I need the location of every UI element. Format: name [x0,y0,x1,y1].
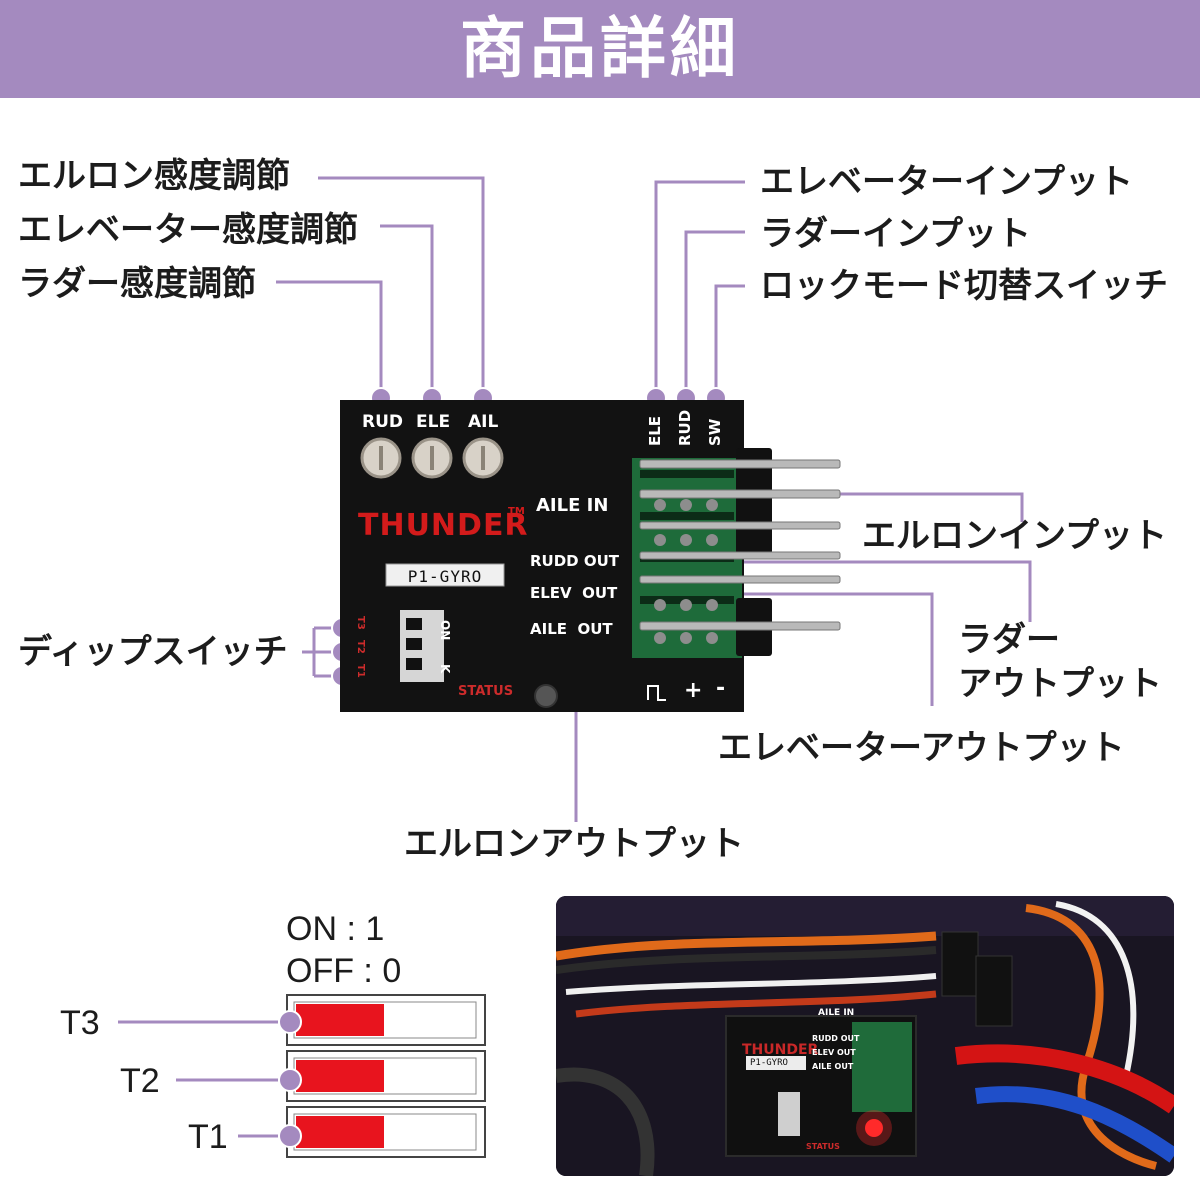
board-dip-on: ON [438,620,452,641]
board-port-aile-in: AILE IN [536,495,609,516]
installed-photo-drawing [556,896,1174,1176]
photo-brand: THUNDER [742,1042,819,1058]
dip-label-t1: T1 [188,1118,228,1156]
label-dip-switch: ディップスイッチ [18,632,288,672]
board-pin-plus: + [684,678,703,703]
page-title: 商品詳細 [460,10,740,87]
board-knob-label-ail: AIL [468,412,499,432]
label-rudder-sensitivity: ラダー感度調節 [18,264,256,304]
board-knob-label-rud: RUD [362,412,404,432]
board-input-label-rud: RUD [676,409,694,446]
label-aileron-output: エルロンアウトプット [404,824,744,864]
dip-legend-on: ON : 1 [286,910,385,948]
photo-port-aile-out: AILE OUT [812,1062,854,1071]
label-aileron-input: エルロンインプット [862,516,1167,556]
label-elevator-output: エレベーターアウトプット [718,728,1125,768]
board-dip-pin-t1: T1 [355,664,366,678]
label-rudder-output-1: ラダー [958,620,1060,660]
board-pin-minus: - [716,676,726,701]
dip-label-t2: T2 [120,1062,160,1100]
board-port-elev-out: ELEV OUT [530,584,618,602]
photo-port-aile-in: AILE IN [818,1008,855,1018]
gyro-board [340,400,841,712]
photo-port-rudd-out: RUDD OUT [812,1034,860,1043]
board-knob-label-ele: ELE [416,412,451,432]
board-port-aile-out: AILE OUT [530,620,613,638]
dip-label-t3: T3 [60,1004,100,1042]
board-input-label-sw: SW [706,418,724,446]
board-status-label: STATUS [458,684,514,699]
photo-status: STATUS [806,1142,840,1151]
dip-legend-off: OFF : 0 [286,952,402,990]
label-lock-mode-switch: ロックモード切替スイッチ [760,266,1168,306]
board-dip-k: K [438,664,452,674]
dip-switch-dots [278,1010,302,1148]
photo-model: P1-GYRO [750,1058,788,1068]
board-model: P1-GYRO [407,567,483,586]
label-elevator-input: エレベーターインプット [760,162,1133,202]
dip-switch-diagram [286,994,486,1158]
board-brand: THUNDER [358,508,529,543]
board-input-label-ele: ELE [646,415,664,446]
board-trademark: TM [508,506,525,517]
board-port-rudd-out: RUDD OUT [530,552,620,570]
label-aileron-sensitivity: エルロン感度調節 [18,156,290,196]
header-bar [0,0,1200,98]
label-rudder-input: ラダーインプット [760,214,1031,254]
photo-port-elev-out: ELEV OUT [812,1048,856,1057]
board-dip-pin-t2: T2 [355,640,366,654]
installed-photo: THUNDER P1-GYRO AILE IN RUDD OUT ELEV OU… [556,896,1174,1176]
label-rudder-output-2: アウトプット [958,664,1162,704]
board-dip-pin-t3: T3 [355,616,366,630]
label-elevator-sensitivity: エレベーター感度調節 [18,210,358,250]
